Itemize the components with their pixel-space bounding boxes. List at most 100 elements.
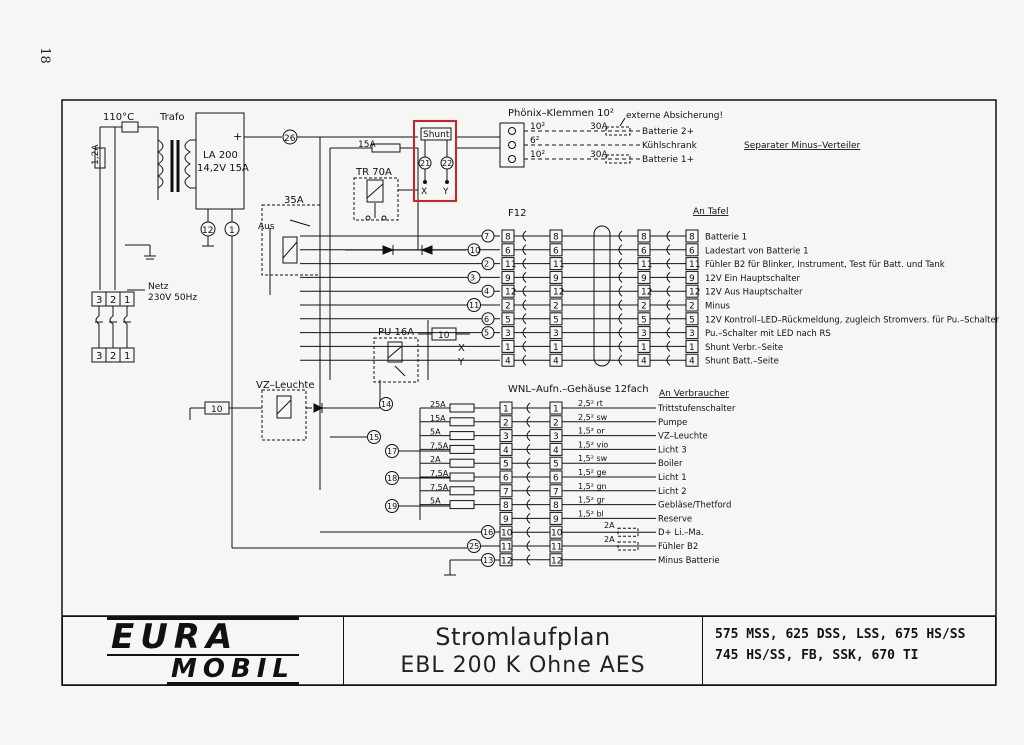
svg-text:30A: 30A (590, 122, 608, 132)
tafel-description: Shunt Verbr.–Seite (705, 343, 783, 353)
wnl-terminal-number: 8 (503, 501, 509, 511)
wnl-terminal-number: 7 (503, 487, 509, 497)
fuse-rating: 2A (604, 535, 615, 544)
f12-terminal-number: 9 (505, 274, 511, 284)
shunt-highlight (413, 120, 457, 202)
fuse-rating: 25A (430, 400, 446, 409)
node-15 (367, 430, 381, 444)
node-6 (481, 312, 495, 326)
svg-text:10: 10 (438, 331, 450, 341)
svg-text:10: 10 (211, 405, 223, 415)
tafel-description: Pu.–Schalter mit LED nach RS (705, 329, 831, 339)
node-19 (385, 499, 399, 513)
separator-label: Separater Minus–Verteiler (744, 141, 860, 151)
consumer-label: Licht 1 (658, 473, 687, 483)
node-label: 4 (484, 287, 489, 296)
tafel-description: 12V Ein Hauptschalter (705, 274, 800, 284)
svg-text:2: 2 (110, 295, 116, 306)
node-label: 3 (470, 273, 475, 282)
models-line-2: 745 HS/SS, FB, SSK, 670 TI (715, 648, 919, 663)
f12-terminal-number: 1 (641, 343, 647, 353)
f12-terminal-number: 8 (553, 233, 559, 243)
svg-text:3: 3 (96, 295, 102, 306)
an-verbraucher-label: An Verbraucher (659, 389, 729, 399)
fuse-15a-label: 15A (358, 140, 376, 150)
f12-terminal-number: 1 (505, 343, 511, 353)
wnl-label: WNL–Aufn.–Gehäuse 12fach (508, 384, 649, 395)
wnl-terminal-number: 10 (551, 529, 563, 539)
fuse-symbol (617, 527, 639, 537)
f12-terminal-number: 9 (553, 274, 559, 284)
node-14 (379, 397, 393, 411)
tafel-description: Minus (705, 302, 730, 312)
node-label: 13 (483, 556, 493, 565)
wnl-terminal-number: 8 (553, 501, 559, 511)
shunt-x: X (421, 187, 427, 197)
f12-terminal-number: 11 (641, 260, 652, 270)
charger-rating: 14,2V 15A (197, 163, 249, 174)
f12-terminal-number: 4 (505, 357, 511, 367)
wire-size: 1,5² ge (578, 468, 607, 477)
wnl-terminal-number: 7 (553, 487, 559, 497)
f12-terminal-number: 5 (553, 315, 559, 325)
phoenix-fridge: Kühlschrank (642, 141, 698, 151)
f12-terminal-number: 11 (505, 260, 516, 270)
f12-terminal-number: 5 (641, 315, 647, 325)
fuse-symbol (617, 541, 639, 551)
title-cell: Stromlaufplan EBL 200 K Ohne AES (343, 616, 703, 686)
f12-terminal-number: 5 (505, 315, 511, 325)
f12-terminal-number: 2 (641, 302, 647, 312)
svg-text:1: 1 (124, 351, 130, 362)
f12-terminal-number: 3 (689, 329, 695, 339)
consumer-label: Licht 3 (658, 445, 687, 455)
node-4 (481, 284, 495, 298)
f12-terminal-number: 8 (689, 233, 695, 243)
fuse-rating: 5A (430, 497, 441, 506)
consumer-label: Pumpe (658, 418, 687, 428)
node-label: 7 (484, 232, 489, 241)
svg-text:21: 21 (420, 159, 430, 168)
node-label: 6 (484, 315, 489, 324)
wnl-terminal-number: 12 (551, 556, 562, 566)
x-label: X (458, 343, 465, 354)
charger-plus: + (233, 130, 242, 143)
phoenix-battery1: Batterie 1+ (642, 155, 694, 165)
node-label: 18 (387, 474, 397, 483)
models-line-1: 575 MSS, 625 DSS, LSS, 675 HS/SS (715, 627, 966, 642)
svg-text:12: 12 (202, 226, 213, 236)
f12-terminal-number: 1 (689, 343, 695, 353)
tafel-description: Batterie 1 (705, 233, 747, 243)
wire-size: 1,5² gn (578, 482, 607, 491)
f12-terminal-number: 12 (505, 288, 516, 298)
tafel-description: 12V Kontroll–LED–Rückmeldung, zugleich S… (705, 315, 1000, 325)
models-cell: 575 MSS, 625 DSS, LSS, 675 HS/SS 745 HS/… (702, 616, 996, 686)
netz-voltage: 230V 50Hz (148, 293, 197, 303)
node-12 (200, 221, 216, 237)
svg-text:10²: 10² (530, 122, 545, 132)
node-25 (467, 539, 481, 553)
consumer-label: Reserve (658, 514, 692, 524)
wire-size: 1,5² vio (578, 440, 608, 449)
charger-label: LA 200 (203, 150, 238, 161)
consumer-label: D+ Li.–Ma. (658, 528, 704, 538)
consumer-label: Minus Batterie (658, 556, 720, 566)
f12-terminal-number: 2 (553, 302, 559, 312)
euramobil-logo: EURA MOBIL (106, 616, 300, 686)
f12-terminal-number: 4 (553, 357, 559, 367)
mains-section (91, 112, 282, 548)
wire-size: 1,5² bl (578, 509, 604, 518)
node-16 (481, 525, 495, 539)
svg-text:3: 3 (96, 351, 102, 362)
tafel-description: Ladestart von Batterie 1 (705, 246, 809, 256)
shunt-y: Y (442, 187, 449, 197)
node-11 (467, 298, 481, 312)
f12-terminal-number: 2 (505, 302, 511, 312)
f12-terminal-number: 12 (641, 288, 652, 298)
node-13 (481, 553, 495, 567)
f12-terminal-number: 5 (689, 315, 695, 325)
